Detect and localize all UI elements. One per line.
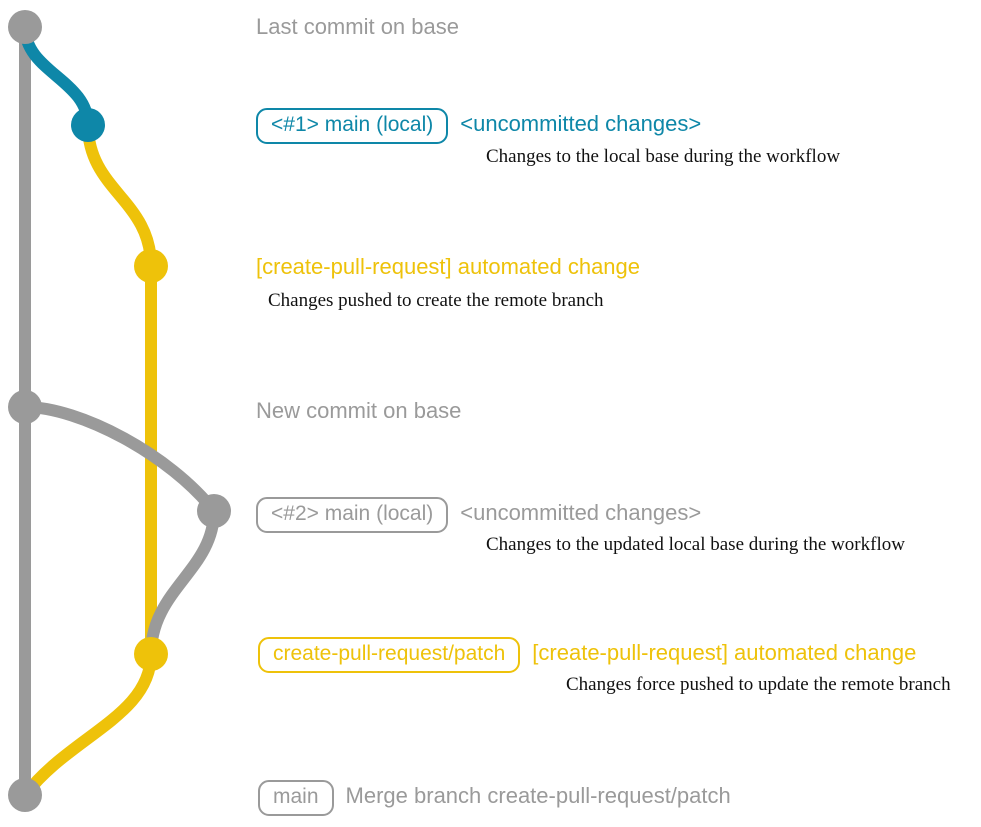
- edge-local-2-to-patch-2: [145, 505, 220, 660]
- commit-node-local-main-2[interactable]: [197, 494, 231, 528]
- commit-subject-automated-change-1: [create-pull-request] automated change: [256, 254, 641, 279]
- commit-graph: [8, 10, 231, 812]
- branch-pill-local-main-2[interactable]: <#2> main (local): [256, 497, 449, 534]
- commit-note-local-main-1: Changes to the local base during the wor…: [486, 146, 841, 167]
- commit-node-local-main-1[interactable]: [71, 108, 105, 142]
- commit-row-merge-commit: main Merge branch create-pull-request/pa…: [258, 780, 731, 817]
- commit-label-new-commit-on-base: New commit on base: [256, 398, 462, 423]
- commit-node-new-commit-on-base[interactable]: [8, 390, 42, 424]
- branch-pill-local-main-1[interactable]: <#1> main (local): [256, 108, 449, 145]
- edge-patch-2-to-merge: [19, 648, 157, 801]
- commit-note-local-main-2: Changes to the updated local base during…: [486, 534, 905, 555]
- edge-local-1-to-patch-1: [82, 119, 157, 272]
- commit-note-automated-change-2: Changes force pushed to update the remot…: [566, 674, 951, 695]
- commit-node-automated-change-1[interactable]: [134, 249, 168, 283]
- commit-node-merge-commit[interactable]: [8, 778, 42, 812]
- commit-subject-automated-change-2: [create-pull-request] automated change: [532, 640, 917, 665]
- edge-base-to-local-2: [19, 401, 220, 517]
- branch-pill-main[interactable]: main: [258, 780, 334, 817]
- commit-row-automated-change-2: create-pull-request/patch [create-pull-r…: [258, 637, 917, 674]
- commit-note-automated-change-1: Changes pushed to create the remote bran…: [268, 290, 604, 311]
- commit-row-local-main-2: <#2> main (local) <uncommitted changes>: [256, 497, 702, 534]
- commit-label-last-commit-on-base: Last commit on base: [256, 14, 459, 39]
- commit-node-automated-change-2[interactable]: [134, 637, 168, 671]
- commit-subject-local-main-1: <uncommitted changes>: [460, 111, 702, 136]
- commit-subject-local-main-2: <uncommitted changes>: [460, 500, 702, 525]
- commit-row-local-main-1: <#1> main (local) <uncommitted changes>: [256, 108, 702, 145]
- branch-pill-create-pull-request-patch[interactable]: create-pull-request/patch: [258, 637, 521, 674]
- edge-base-to-local-1: [19, 21, 94, 131]
- commit-subject-merge-commit: Merge branch create-pull-request/patch: [345, 783, 731, 808]
- commit-node-last-commit-on-base[interactable]: [8, 10, 42, 44]
